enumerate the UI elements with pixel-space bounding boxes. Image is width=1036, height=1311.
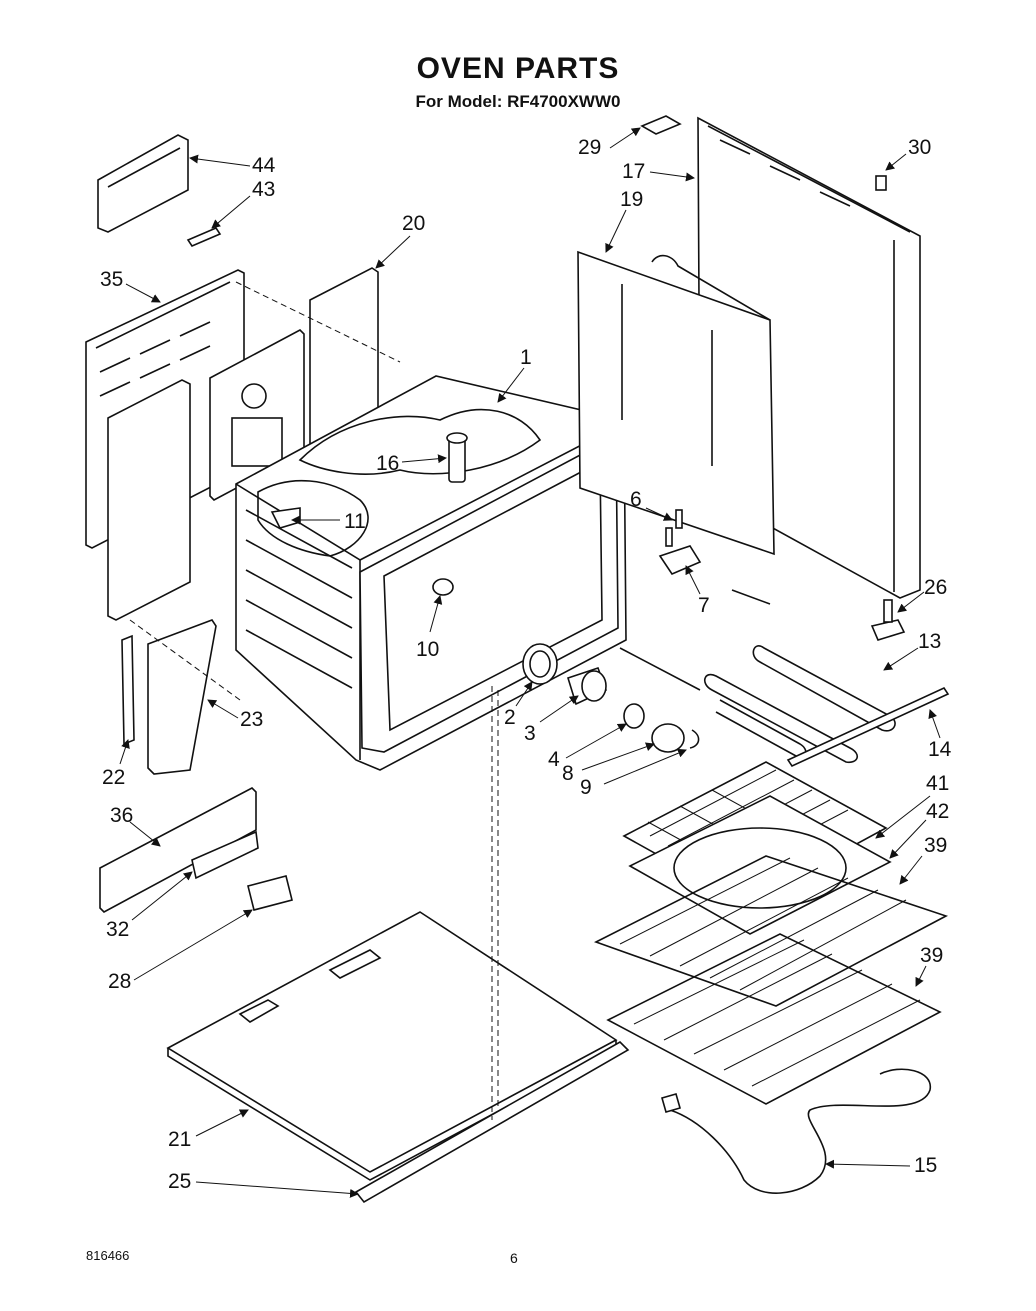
callout-22: 22 [102,766,125,789]
callout-numbers: 44 43 20 35 1 16 11 10 2 3 4 8 9 29 17 3… [100,136,952,1193]
part-22-strip [121,634,135,746]
callout-19: 19 [620,188,643,211]
callout-4: 4 [548,748,560,771]
callout-6: 6 [630,488,642,511]
part-10-knob [432,578,454,596]
page-number: 6 [510,1250,518,1266]
callout-leaders [119,127,941,1198]
callout-11: 11 [344,510,366,533]
part-25-trim-strip [354,1041,630,1204]
callout-9: 9 [580,776,592,799]
callout-1: 1 [520,346,532,369]
callout-10: 10 [416,638,439,661]
callout-7: 7 [698,594,710,617]
lamp-assembly [522,643,700,753]
callout-43: 43 [252,178,275,201]
callout-3: 3 [524,722,536,745]
callout-25: 25 [168,1170,191,1193]
callout-28: 28 [108,970,131,993]
part-28-switch [247,875,293,911]
part-30-screw [875,175,887,191]
page-title: OVEN PARTS [416,52,620,85]
callout-21: 21 [168,1128,191,1151]
part-32-terminal-block [191,830,259,880]
callout-13: 13 [918,630,941,653]
part-39-upper-rack [593,855,949,1007]
part-43-clip [186,227,222,247]
callout-17: 17 [622,160,645,183]
callout-15: 15 [914,1154,937,1177]
callout-36: 36 [110,804,133,827]
callout-42: 42 [926,800,949,823]
part-15-bake-element [661,1068,931,1194]
document-code: 816466 [86,1248,130,1263]
callout-16: 16 [376,452,399,475]
part-7-bracket [658,509,702,575]
callout-39-upper: 39 [924,834,947,857]
callout-44: 44 [252,154,276,177]
callout-35: 35 [100,268,123,291]
model-subtitle: For Model: RF4700XWW0 [415,92,621,111]
callout-32: 32 [106,918,129,941]
callout-14: 14 [928,738,952,761]
part-36-bracket [99,787,257,913]
assembly-guides [129,281,499,1120]
part-21-oven-bottom [166,911,618,1181]
part-39-lower-rack [606,933,942,1105]
callout-39-lower: 39 [920,944,943,967]
part-26-connector [870,599,906,641]
part-44-bracket [97,134,189,233]
part-16-element [446,432,468,483]
part-19-insulation-panel [577,250,775,556]
callout-41: 41 [926,772,949,795]
callout-2: 2 [504,706,516,729]
callout-29: 29 [578,136,601,159]
callout-23: 23 [240,708,263,731]
callout-26: 26 [924,576,947,599]
callout-8: 8 [562,762,574,785]
part-14-shield [786,686,950,768]
part-42-broiler-pan [628,795,892,935]
part-23-panel [147,619,217,775]
part-29-clip [640,115,682,135]
callout-30: 30 [908,136,931,159]
callout-20: 20 [402,212,425,235]
